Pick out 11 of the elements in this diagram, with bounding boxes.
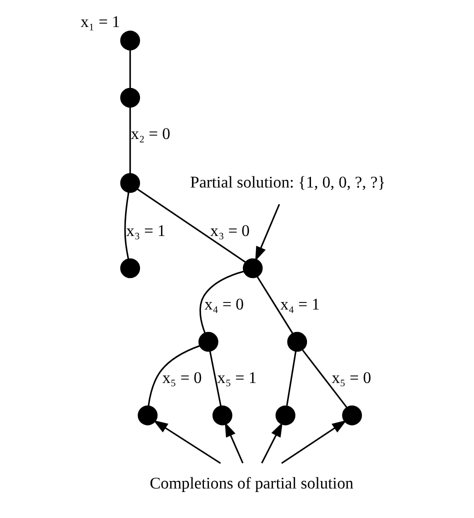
edge-label: x₅ = 0: [162, 367, 202, 386]
edge-label: x₃ = 1: [126, 220, 166, 240]
edge-label: x₄ = 1: [280, 294, 320, 313]
node-text: Partial solution: {1, 0, 0, ?, ?}: [190, 172, 386, 191]
edge-label: x₂ = 0: [130, 123, 170, 142]
edge-label: x₄ = 0: [204, 294, 244, 313]
edge-label: x₅ = 0: [332, 367, 372, 386]
edge-label: x₅ = 1: [217, 367, 257, 386]
edge-label: x₃ = 0: [210, 220, 250, 240]
node-label: x₁ = 1: [80, 11, 120, 30]
node-text: Completions of partial solution: [150, 473, 354, 492]
